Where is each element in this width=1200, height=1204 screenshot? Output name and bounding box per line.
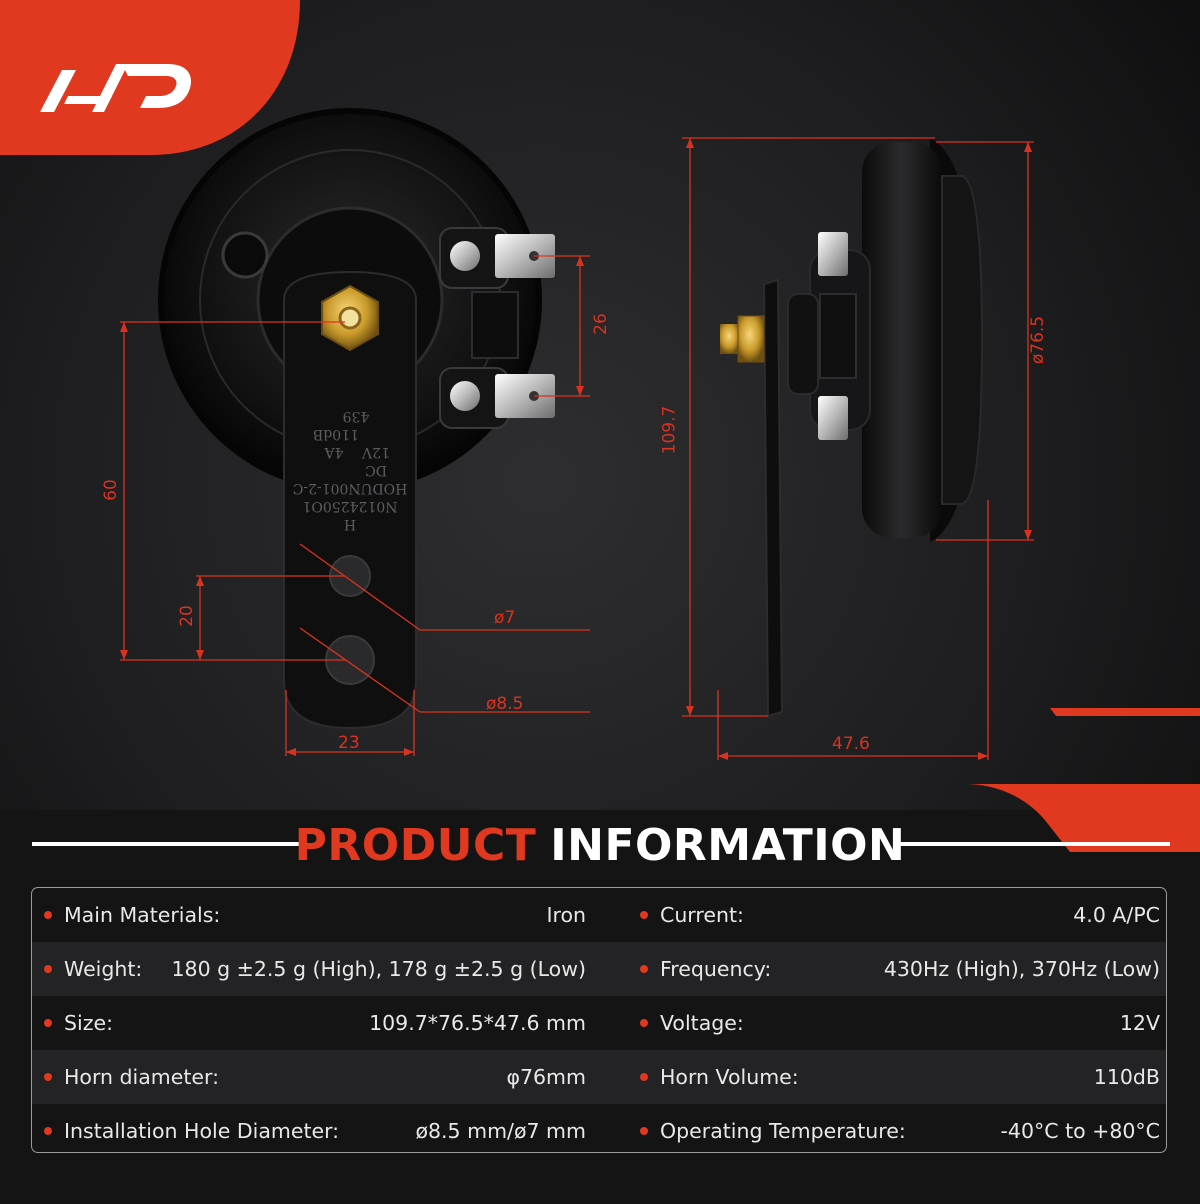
dim-terminal-spacing: 26 xyxy=(590,313,611,335)
svg-text:439: 439 xyxy=(343,408,370,424)
svg-text:DC: DC xyxy=(365,462,387,478)
spec-label: Current: xyxy=(660,903,744,927)
spec-label: Frequency: xyxy=(660,957,772,981)
spec-value: 180 g ±2.5 g (High), 178 g ±2.5 g (Low) xyxy=(171,957,586,981)
dim-diameter: ø76.5 xyxy=(1028,315,1049,365)
spec-value: Iron xyxy=(546,903,586,927)
dim-large-hole: ø8.5 xyxy=(486,694,524,714)
spec-label: Main Materials: xyxy=(64,903,221,927)
spec-row: Installation Hole Diameter: ø8.5 mm/ø7 m… xyxy=(32,1104,592,1152)
title-accent: PRODUCT xyxy=(294,819,537,871)
spec-label: Operating Temperature: xyxy=(660,1119,906,1143)
spec-row: Horn Volume: 110dB xyxy=(628,1050,1166,1104)
brand-corner xyxy=(0,0,300,155)
bullet-icon xyxy=(640,1127,648,1135)
spec-label: Voltage: xyxy=(660,1011,744,1035)
dim-hole-spacing: 20 xyxy=(176,605,197,627)
spec-label: Horn diameter: xyxy=(64,1065,220,1089)
front-dimension-lines xyxy=(120,255,590,756)
svg-text:12V: 12V xyxy=(361,444,390,460)
spec-row: Main Materials: Iron xyxy=(32,888,592,942)
spec-value: 12V xyxy=(1119,1011,1160,1035)
spec-value: φ76mm xyxy=(506,1065,586,1089)
bullet-icon xyxy=(44,1019,52,1027)
svg-text:N0124250O1: N0124250O1 xyxy=(303,498,398,514)
bullet-icon xyxy=(640,911,648,919)
housing-stamp: H N0124250O1 HODUN001-2-C DC 12V 4A 110d… xyxy=(293,408,408,532)
spec-row: Current: 4.0 A/PC xyxy=(628,888,1166,942)
dim-small-hole: ø7 xyxy=(494,608,516,628)
spec-table: Main Materials: Iron Weight: 180 g ±2.5 … xyxy=(31,887,1167,1153)
spec-value: 4.0 A/PC xyxy=(1073,903,1160,927)
spec-label: Weight: xyxy=(64,957,143,981)
svg-text:110dB: 110dB xyxy=(313,426,359,442)
spec-label: Installation Hole Diameter: xyxy=(64,1119,340,1143)
svg-text:H: H xyxy=(344,516,356,532)
spec-row: Frequency: 430Hz (High), 370Hz (Low) xyxy=(628,942,1166,996)
bullet-icon xyxy=(44,965,52,973)
spec-value: -40°C to +80°C xyxy=(1000,1119,1161,1143)
brand-logo-icon xyxy=(40,64,192,112)
bullet-icon xyxy=(44,911,52,919)
horn-front-view xyxy=(158,108,555,730)
spec-row: Operating Temperature: -40°C to +80°C xyxy=(628,1104,1166,1152)
bullet-icon xyxy=(44,1073,52,1081)
spec-row: Horn diameter: φ76mm xyxy=(32,1050,592,1104)
dim-depth: 47.6 xyxy=(832,734,870,754)
bullet-icon xyxy=(640,1019,648,1027)
horn-side-view xyxy=(720,138,984,718)
spec-label: Size: xyxy=(64,1011,113,1035)
spec-value: 430Hz (High), 370Hz (Low) xyxy=(883,957,1160,981)
spec-value: 109.7*76.5*47.6 mm xyxy=(369,1011,586,1035)
svg-text:HODUN001-2-C: HODUN001-2-C xyxy=(293,480,408,496)
spec-label: Horn Volume: xyxy=(660,1065,799,1089)
spec-row: Size: 109.7*76.5*47.6 mm xyxy=(32,996,592,1050)
bullet-icon xyxy=(44,1127,52,1135)
accent-swoosh xyxy=(965,784,1200,852)
title-main: INFORMATION xyxy=(550,819,906,871)
bullet-icon xyxy=(640,965,648,973)
section-title: PRODUCT INFORMATION xyxy=(0,818,1200,872)
spec-column-left: Main Materials: Iron Weight: 180 g ±2.5 … xyxy=(32,888,592,1152)
bullet-icon xyxy=(640,1073,648,1081)
dim-mount-to-hole: 60 xyxy=(100,479,121,501)
spec-row: Voltage: 12V xyxy=(628,996,1166,1050)
dim-height: 109.7 xyxy=(659,405,680,455)
svg-text:4A: 4A xyxy=(324,444,344,460)
dim-bracket-width: 23 xyxy=(338,733,360,753)
side-dimension-lines xyxy=(682,137,1034,760)
spec-value: ø8.5 mm/ø7 mm xyxy=(415,1119,586,1143)
spec-value: 110dB xyxy=(1093,1065,1160,1089)
spec-column-right: Current: 4.0 A/PC Frequency: 430Hz (High… xyxy=(628,888,1166,1152)
spec-row: Weight: 180 g ±2.5 g (High), 178 g ±2.5 … xyxy=(32,942,592,996)
